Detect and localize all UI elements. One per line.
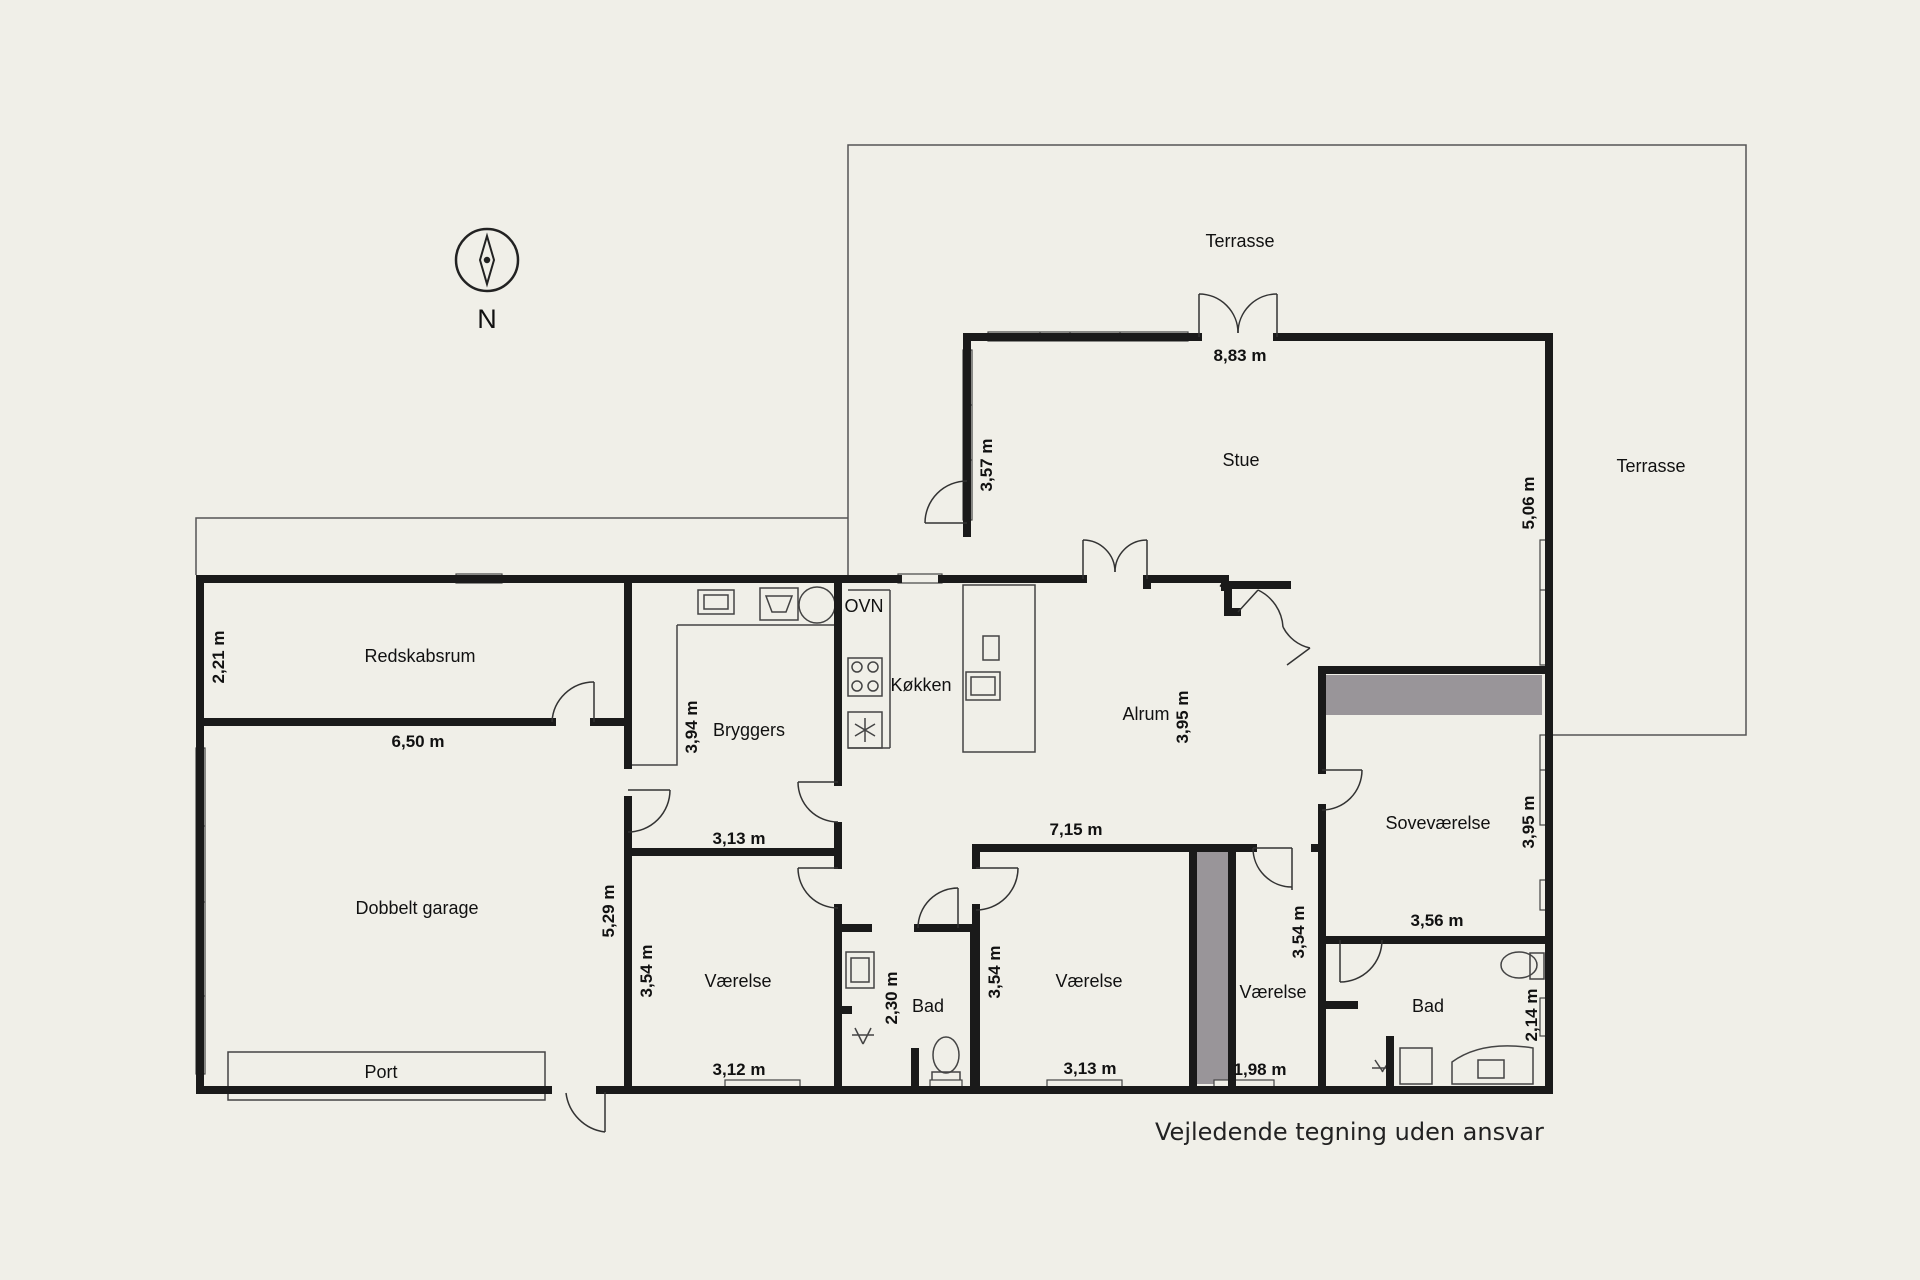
- room-label-terrasse-right: Terrasse: [1616, 456, 1685, 476]
- room-label-vaerelse-1: Værelse: [704, 971, 771, 991]
- dim-vaerelse-3-width: 1,98 m: [1234, 1060, 1287, 1079]
- dim-garage-width: 6,50 m: [392, 732, 445, 751]
- stove-icon: [847, 657, 883, 697]
- room-label-stue: Stue: [1222, 450, 1259, 470]
- dim-stue-height-right: 5,06 m: [1519, 477, 1538, 530]
- garage-door-icon: [565, 1092, 606, 1133]
- dim-stue-width: 8,83 m: [1214, 346, 1267, 365]
- room-label-vaerelse-2: Værelse: [1055, 971, 1122, 991]
- bad-1-door-icon: [917, 887, 959, 929]
- toilet-2-icon: [1500, 951, 1545, 980]
- bathroom-sink-2-icon: [1451, 1045, 1534, 1085]
- dim-bad-2-depth: 2,14 m: [1522, 989, 1541, 1042]
- compass-icon: [454, 227, 520, 293]
- freezer-icon: [847, 711, 883, 749]
- room-label-terrasse-top: Terrasse: [1205, 231, 1274, 251]
- room-label-bryggers: Bryggers: [713, 720, 785, 740]
- kitchen-sink-icon: [965, 671, 1001, 701]
- shower-2-icon: [1372, 1047, 1433, 1085]
- dim-vaerelse-2-width: 3,13 m: [1064, 1059, 1117, 1078]
- walls: [196, 333, 1553, 1094]
- bathroom-sink-icon: [845, 951, 875, 989]
- utility-sink-icon: [697, 589, 735, 615]
- bryggers-alrum-door-icon: [797, 781, 839, 823]
- sovevaerelse-door-icon: [1321, 769, 1363, 811]
- dim-sovevaerelse-width: 3,56 m: [1411, 911, 1464, 930]
- compass-north-label: N: [477, 304, 497, 334]
- dim-stue-depth: 3,57 m: [977, 439, 996, 492]
- vaerelse-1-door-icon: [797, 867, 839, 909]
- shower-icon: [852, 1027, 874, 1045]
- vaerelse-3-door-icon: [1252, 847, 1293, 890]
- vaerelse-2-door-icon: [975, 867, 1019, 911]
- toilet-icon: [931, 1036, 961, 1087]
- room-label-vaerelse-3: Værelse: [1239, 982, 1306, 1002]
- bad-2-door-icon: [1339, 939, 1383, 983]
- alrum-double-door-icon: [1082, 539, 1148, 579]
- room-label-sovevaerelse: Soveværelse: [1385, 813, 1490, 833]
- dim-garage-depth: 5,29 m: [599, 885, 618, 938]
- room-label-koekken: Køkken: [890, 675, 951, 695]
- redskabsrum-door-icon: [551, 681, 595, 723]
- room-label-ovn: OVN: [844, 596, 883, 616]
- dim-bryggers-width: 3,13 m: [713, 829, 766, 848]
- bryggers-door-icon: [627, 789, 671, 833]
- room-label-bad-1: Bad: [912, 996, 944, 1016]
- washing-machine-icon: [759, 587, 799, 621]
- disclaimer-text: Vejledende tegning uden ansvar: [1155, 1118, 1544, 1146]
- terrace-double-door-icon: [1198, 293, 1278, 337]
- alrum-east-double-door-icon: [1237, 589, 1311, 666]
- dim-alrum-width: 7,15 m: [1050, 820, 1103, 839]
- room-label-redskabsrum: Redskabsrum: [364, 646, 475, 666]
- room-label-bad-2: Bad: [1412, 996, 1444, 1016]
- room-label-port: Port: [364, 1062, 397, 1082]
- dim-sovevaerelse-depth: 3,95 m: [1519, 796, 1538, 849]
- dim-bad-1-depth: 2,30 m: [882, 972, 901, 1025]
- dryer-icon: [798, 586, 836, 624]
- terrace-outlines: [195, 144, 1747, 736]
- dim-vaerelse-3-depth: 3,54 m: [1289, 906, 1308, 959]
- closets: [1193, 675, 1542, 1084]
- fixtures: [697, 586, 1545, 1087]
- dim-vaerelse-2-depth: 3,54 m: [985, 946, 1004, 999]
- room-label-alrum: Alrum: [1122, 704, 1169, 724]
- dim-redskabsrum-depth: 2,21 m: [209, 631, 228, 684]
- dim-bryggers-depth: 3,94 m: [682, 701, 701, 754]
- dim-vaerelse-1-width: 3,12 m: [713, 1060, 766, 1079]
- stue-door-icon: [924, 480, 968, 524]
- dim-vaerelse-1-depth: 3,54 m: [637, 945, 656, 998]
- dim-alrum-depth: 3,95 m: [1173, 691, 1192, 744]
- doors: [551, 293, 1383, 1133]
- room-label-dobbelt-garage: Dobbelt garage: [355, 898, 478, 918]
- faucet-icon: [982, 635, 1000, 661]
